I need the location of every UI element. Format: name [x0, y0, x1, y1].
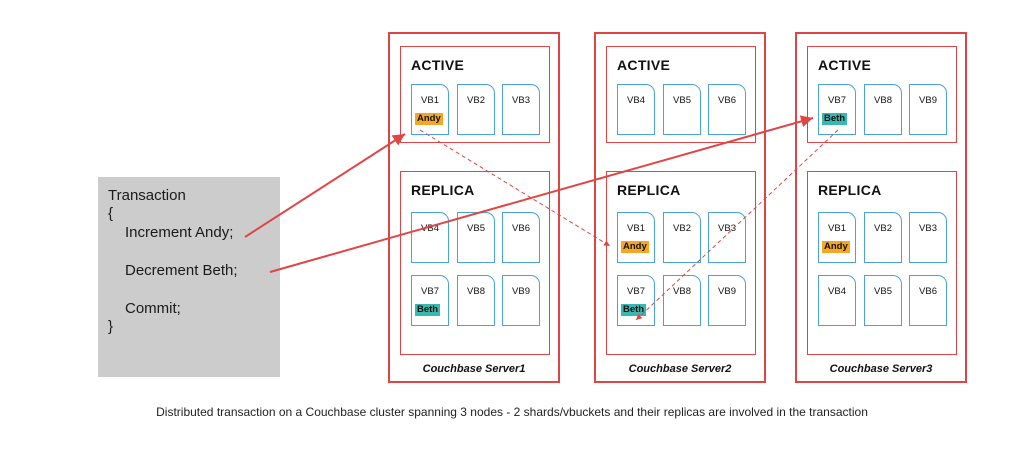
figure-caption: Distributed transaction on a Couchbase c… — [156, 405, 868, 419]
active-group: ACTIVE VB1 Andy VB2 VB3 — [400, 46, 550, 143]
server-node: ACTIVE VB4 VB5 VB6 REPLICA VB1 Andy VB2 … — [594, 32, 766, 383]
vbucket: VB7 Beth — [818, 84, 856, 135]
active-title: ACTIVE — [818, 57, 872, 73]
vbucket: VB5 — [663, 84, 701, 135]
vbucket: VB2 — [663, 212, 701, 263]
vbucket-label: VB3 — [512, 95, 530, 106]
vbucket: VB4 — [818, 275, 856, 326]
vbucket-label: VB6 — [512, 223, 530, 234]
vbucket-label: VB3 — [919, 223, 937, 234]
vbucket: VB9 — [502, 275, 540, 326]
vbucket-label: VB2 — [874, 223, 892, 234]
transaction-line: Decrement Beth; — [125, 262, 238, 279]
vbucket-label: VB8 — [673, 286, 691, 297]
vbucket: VB2 — [864, 212, 902, 263]
transaction-panel: Transaction { Increment Andy; Decrement … — [98, 177, 280, 377]
vbucket-label: VB9 — [718, 286, 736, 297]
key-chip: Andy — [822, 241, 850, 253]
transaction-line: } — [108, 318, 114, 335]
vbucket-label: VB4 — [421, 223, 439, 234]
transaction-line: { — [108, 205, 114, 222]
server-node: ACTIVE VB1 Andy VB2 VB3 REPLICA VB4 VB5 … — [388, 32, 560, 383]
vbucket-label: VB5 — [874, 286, 892, 297]
vbucket-label: VB2 — [467, 95, 485, 106]
vbucket-label: VB3 — [718, 223, 736, 234]
vbucket: VB4 — [411, 212, 449, 263]
vbucket: VB1 Andy — [818, 212, 856, 263]
vbucket-label: VB1 — [627, 223, 645, 234]
active-group: ACTIVE VB7 Beth VB8 VB9 — [807, 46, 957, 143]
transaction-line: Commit; — [125, 300, 181, 317]
key-chip: Beth — [621, 304, 647, 316]
vbucket-label: VB6 — [919, 286, 937, 297]
vbucket: VB8 — [663, 275, 701, 326]
vbucket: VB6 — [502, 212, 540, 263]
transaction-line: Transaction — [108, 187, 186, 204]
server-name: Couchbase Server1 — [422, 363, 526, 375]
vbucket-label: VB1 — [421, 95, 439, 106]
vbucket-label: VB7 — [421, 286, 439, 297]
vbucket-label: VB9 — [512, 286, 530, 297]
key-chip: Andy — [415, 113, 443, 125]
vbucket-label: VB8 — [467, 286, 485, 297]
replica-title: REPLICA — [818, 182, 882, 198]
vbucket-label: VB5 — [467, 223, 485, 234]
active-group: ACTIVE VB4 VB5 VB6 — [606, 46, 756, 143]
server-name: Couchbase Server3 — [829, 363, 933, 375]
vbucket: VB6 — [909, 275, 947, 326]
vbucket-label: VB7 — [828, 95, 846, 106]
vbucket-label: VB1 — [828, 223, 846, 234]
vbucket: VB2 — [457, 84, 495, 135]
vbucket: VB7 Beth — [411, 275, 449, 326]
transaction-line: Increment Andy; — [125, 224, 234, 241]
vbucket: VB1 Andy — [411, 84, 449, 135]
replica-title: REPLICA — [617, 182, 681, 198]
vbucket: VB3 — [502, 84, 540, 135]
vbucket: VB3 — [909, 212, 947, 263]
replica-group: REPLICA VB1 Andy VB2 VB3 VB4 VB5 VB6 — [807, 171, 957, 355]
vbucket: VB9 — [909, 84, 947, 135]
vbucket: VB3 — [708, 212, 746, 263]
vbucket-label: VB9 — [919, 95, 937, 106]
key-chip: Beth — [415, 304, 441, 316]
replica-title: REPLICA — [411, 182, 475, 198]
vbucket-label: VB2 — [673, 223, 691, 234]
vbucket: VB6 — [708, 84, 746, 135]
vbucket: VB8 — [864, 84, 902, 135]
active-title: ACTIVE — [617, 57, 671, 73]
vbucket-label: VB4 — [627, 95, 645, 106]
key-chip: Beth — [822, 113, 848, 125]
replica-group: REPLICA VB1 Andy VB2 VB3 VB7 Beth VB8 VB… — [606, 171, 756, 355]
vbucket-label: VB5 — [673, 95, 691, 106]
active-title: ACTIVE — [411, 57, 465, 73]
server-node: ACTIVE VB7 Beth VB8 VB9 REPLICA VB1 Andy… — [795, 32, 967, 383]
key-chip: Andy — [621, 241, 649, 253]
vbucket-label: VB7 — [627, 286, 645, 297]
vbucket: VB4 — [617, 84, 655, 135]
vbucket: VB1 Andy — [617, 212, 655, 263]
vbucket: VB5 — [864, 275, 902, 326]
vbucket-label: VB4 — [828, 286, 846, 297]
vbucket: VB7 Beth — [617, 275, 655, 326]
vbucket: VB8 — [457, 275, 495, 326]
vbucket-label: VB8 — [874, 95, 892, 106]
server-name: Couchbase Server2 — [628, 363, 732, 375]
vbucket: VB5 — [457, 212, 495, 263]
vbucket-label: VB6 — [718, 95, 736, 106]
vbucket: VB9 — [708, 275, 746, 326]
replica-group: REPLICA VB4 VB5 VB6 VB7 Beth VB8 VB9 — [400, 171, 550, 355]
